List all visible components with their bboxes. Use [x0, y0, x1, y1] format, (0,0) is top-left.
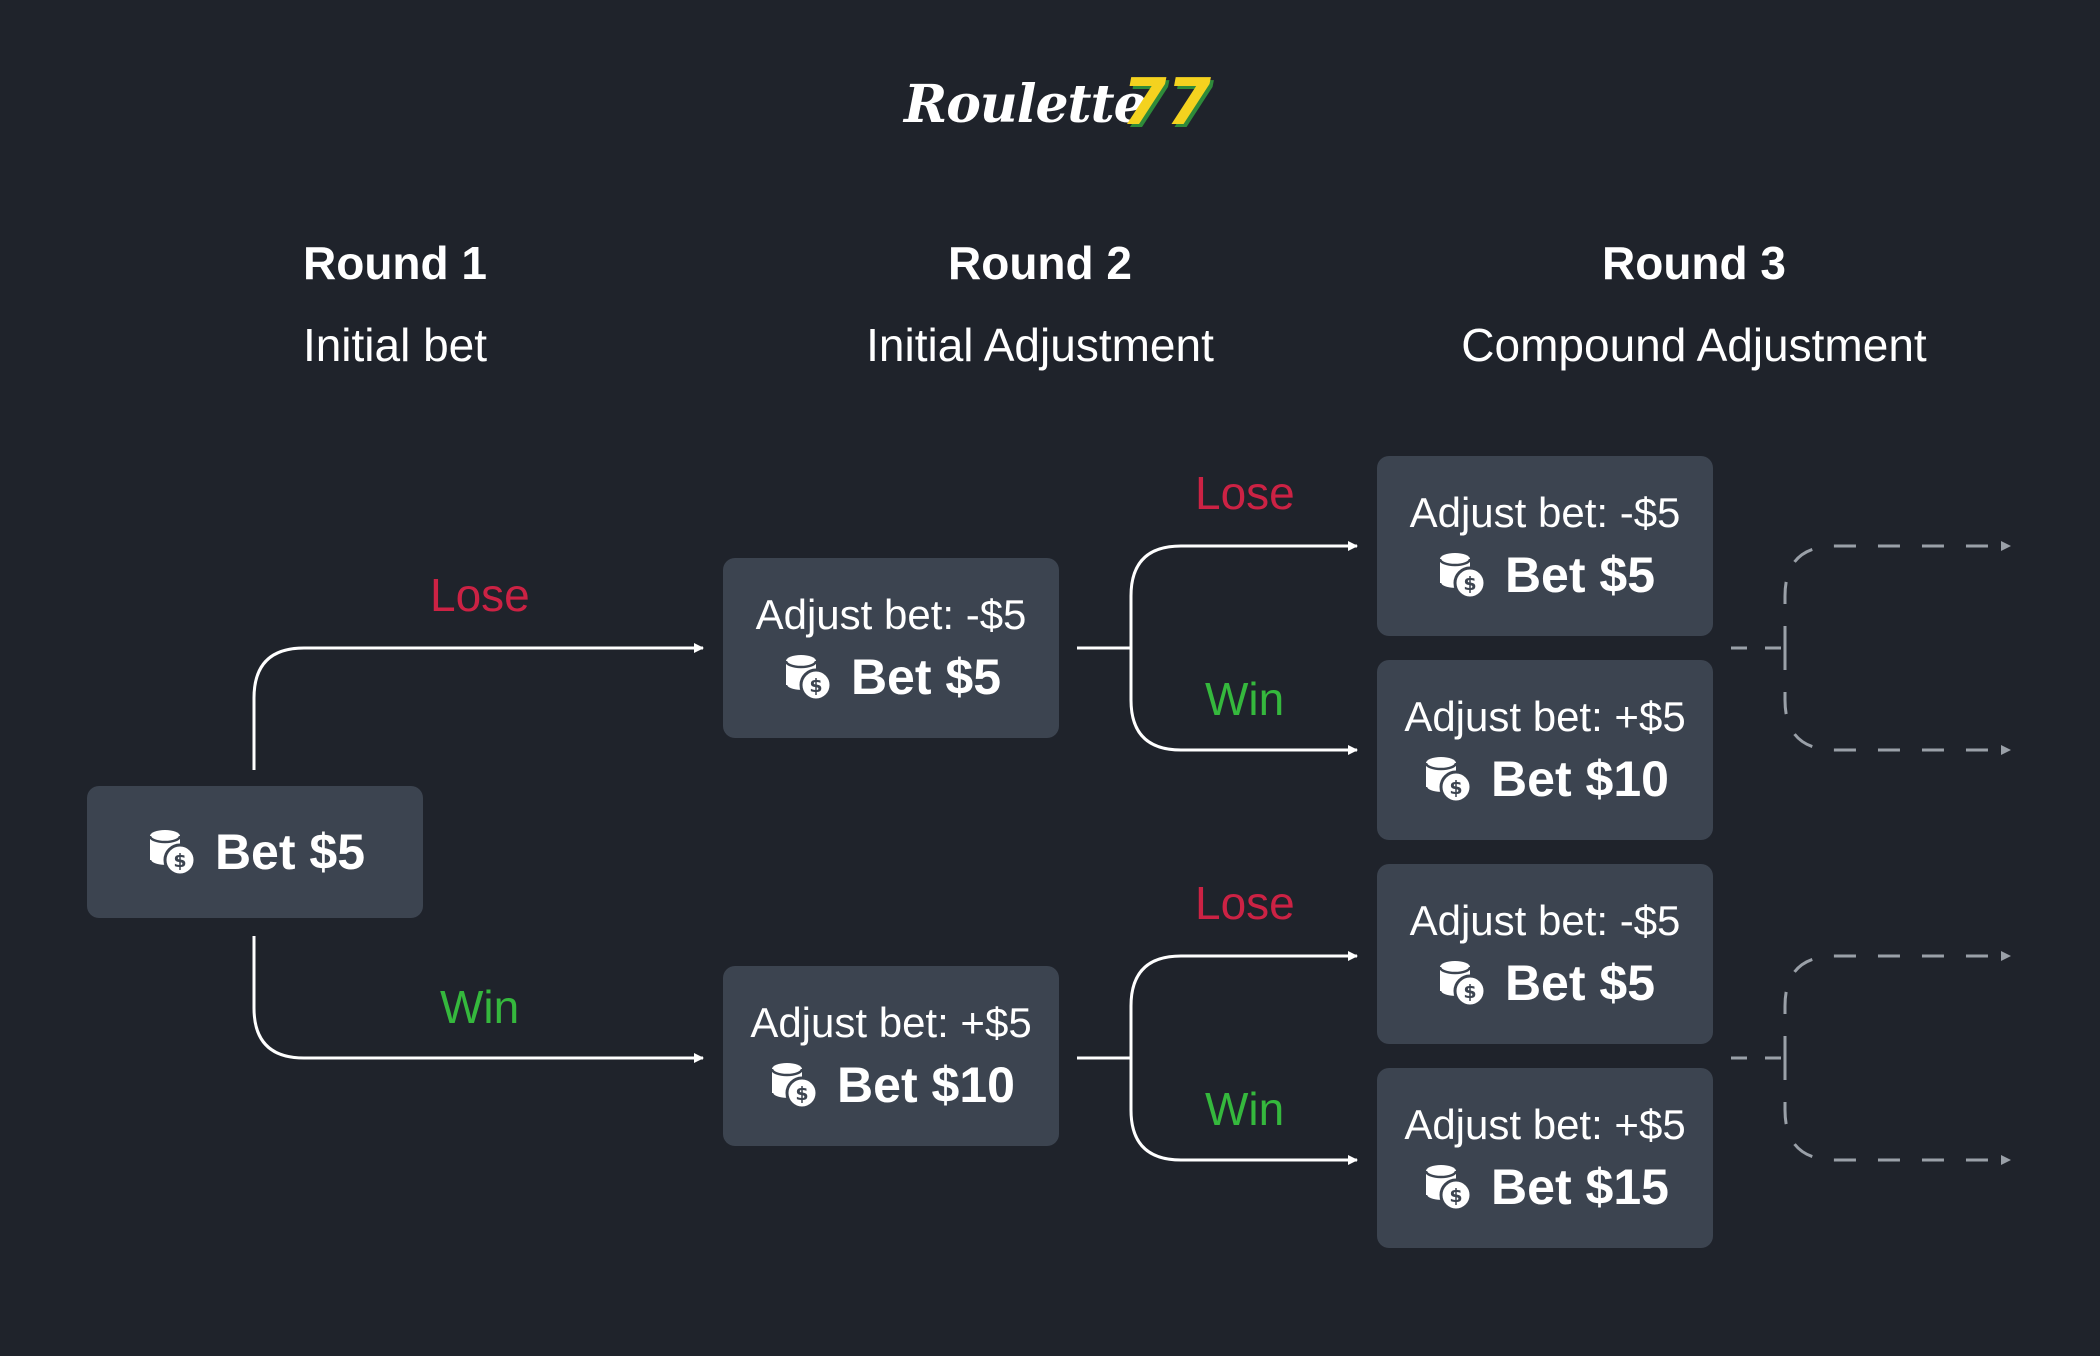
round-1-title: Round 1 [303, 237, 487, 289]
logo-number: 77 [1122, 66, 1212, 140]
connector-root-to-r2-lose [252, 643, 704, 770]
round-3-title: Round 3 [1602, 237, 1786, 289]
svg-text:$: $ [1449, 777, 1462, 799]
round-1-subtitle: Initial bet [302, 319, 488, 371]
outcome-lose-r2-upper: Lose [1195, 467, 1295, 519]
bet-row: $ Bet $10 [767, 1056, 1015, 1114]
node-root: $ Bet $5 [87, 786, 423, 918]
bet-row: $ Bet $5 [781, 648, 1001, 706]
node-r3-win-lose: Adjust bet: -$5 $ Bet $5 [1377, 864, 1713, 1044]
coins-dollar-icon: $ [1435, 957, 1487, 1009]
adjust-label: Adjust bet: +$5 [1404, 1101, 1686, 1148]
outcome-win-r1: Win [440, 981, 520, 1033]
logo-wordmark: Roulette [904, 74, 1147, 135]
roulette77-logo: Roulette 77 [900, 66, 1211, 146]
coins-dollar-icon: $ [145, 826, 197, 878]
bet-amount: Bet $5 [214, 824, 366, 880]
bet-amount: Bet $5 [1504, 955, 1656, 1011]
coins-dollar-icon: $ [767, 1059, 819, 1111]
coins-dollar-icon: $ [781, 651, 833, 703]
bet-row: $ Bet $10 [1421, 750, 1669, 808]
svg-text:$: $ [1449, 1185, 1462, 1207]
adjust-label: Adjust bet: -$5 [755, 591, 1027, 638]
node-r2-after-lose: Adjust bet: -$5 $ Bet $5 [723, 558, 1059, 738]
svg-text:$: $ [1463, 981, 1476, 1003]
bet-row: $ Bet $5 [1435, 954, 1655, 1012]
adjust-label: Adjust bet: +$5 [1404, 693, 1686, 740]
svg-text:$: $ [795, 1083, 808, 1105]
bet-amount: Bet $5 [850, 649, 1002, 705]
continuation-lower-top [1783, 951, 2011, 1058]
bet-amount: Bet $5 [1504, 547, 1656, 603]
svg-text:$: $ [1463, 573, 1476, 595]
outcome-win-r2-lower: Win [1205, 1083, 1285, 1135]
node-r2-after-win: Adjust bet: +$5 $ Bet $10 [723, 966, 1059, 1146]
adjust-label: Adjust bet: -$5 [1409, 489, 1681, 536]
svg-text:$: $ [809, 675, 822, 697]
connector-root-to-r2-win [252, 936, 704, 1063]
connector-r2-win-to-r3-win [1129, 1058, 1358, 1165]
adjust-label: Adjust bet: -$5 [1409, 897, 1681, 944]
outcome-win-r2-upper: Win [1205, 673, 1285, 725]
node-r3-win-win: Adjust bet: +$5 $ Bet $15 [1377, 1068, 1713, 1248]
continuation-lower-bottom [1783, 1058, 2011, 1165]
bet-amount: Bet $10 [1491, 751, 1669, 807]
svg-text:$: $ [173, 850, 186, 872]
round-2-title: Round 2 [948, 237, 1132, 289]
bet-row: $ Bet $5 [1435, 546, 1655, 604]
bet-row: $ Bet $15 [1421, 1158, 1669, 1216]
coins-dollar-icon: $ [1421, 1161, 1473, 1213]
node-r3-lose-lose: Adjust bet: -$5 $ Bet $5 [1377, 456, 1713, 636]
bet-row: $ Bet $5 [145, 823, 365, 881]
bet-amount: Bet $10 [837, 1057, 1015, 1113]
coins-dollar-icon: $ [1421, 753, 1473, 805]
coins-dollar-icon: $ [1435, 549, 1487, 601]
round-2-subtitle: Initial Adjustment [866, 319, 1214, 371]
outcome-lose-r2-lower: Lose [1195, 877, 1295, 929]
continuation-upper-bottom [1783, 648, 2011, 755]
adjust-label: Adjust bet: +$5 [750, 999, 1032, 1046]
continuation-upper-top [1783, 541, 2011, 648]
node-r3-lose-win: Adjust bet: +$5 $ Bet $10 [1377, 660, 1713, 840]
bet-amount: Bet $15 [1491, 1159, 1669, 1215]
connector-r2-lose-to-r3-lose [1129, 541, 1358, 648]
round-3-subtitle: Compound Adjustment [1461, 319, 1927, 371]
connector-r2-win-to-r3-lose [1129, 951, 1358, 1058]
connector-r2-lose-to-r3-win [1129, 648, 1358, 755]
outcome-lose-r1: Lose [430, 569, 530, 621]
